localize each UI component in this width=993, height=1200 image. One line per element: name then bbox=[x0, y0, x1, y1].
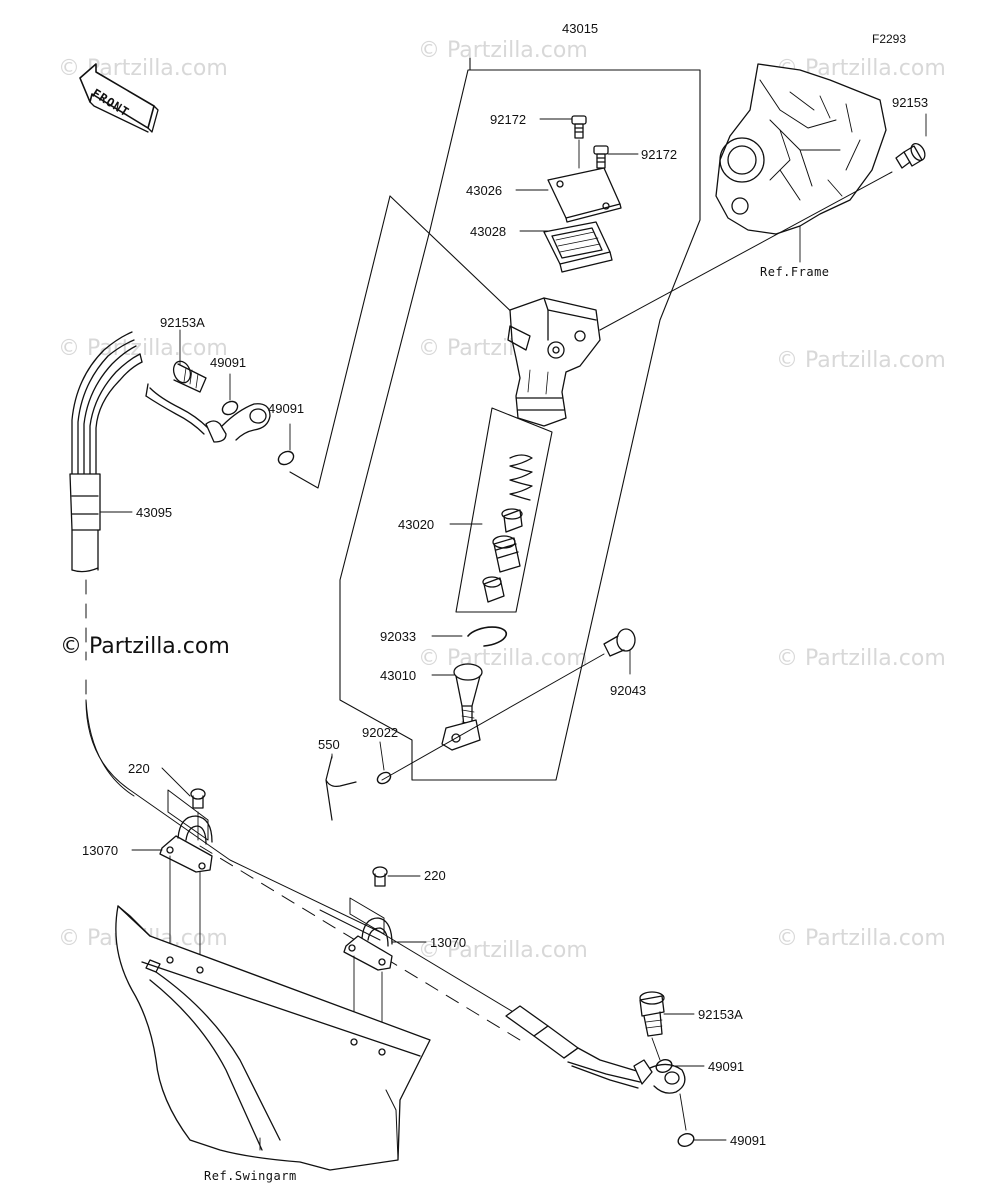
watermark-main: © Partzilla.com bbox=[60, 634, 230, 659]
watermark: © Partzilla.com bbox=[776, 646, 946, 671]
banjo-bolt-top bbox=[172, 360, 207, 393]
part-number-220[interactable]: 220 bbox=[424, 868, 446, 883]
part-number-49091[interactable]: 49091 bbox=[730, 1133, 767, 1148]
watermark: © Partzilla.com bbox=[418, 646, 588, 671]
piston-seal bbox=[501, 508, 523, 533]
part-number-92043[interactable]: 92043 bbox=[610, 683, 647, 698]
clamp-bolt-b bbox=[372, 866, 388, 887]
part-number-49091[interactable]: 49091 bbox=[210, 355, 247, 370]
watermark: © Partzilla.com bbox=[418, 38, 588, 63]
watermark: © Partzilla.com bbox=[418, 938, 588, 963]
part-number-43028[interactable]: 43028 bbox=[470, 224, 507, 239]
watermark: © Partzilla.com bbox=[776, 56, 946, 81]
watermark: © Partzilla.com bbox=[776, 926, 946, 951]
part-number-43015[interactable]: 43015 bbox=[562, 21, 599, 36]
bolt-92172-a bbox=[571, 115, 587, 169]
part-number-550[interactable]: 550 bbox=[318, 737, 340, 752]
piston bbox=[492, 535, 521, 573]
part-number-49091[interactable]: 49091 bbox=[268, 401, 305, 416]
part-number-43010[interactable]: 43010 bbox=[380, 668, 417, 683]
part-number-92172[interactable]: 92172 bbox=[490, 112, 527, 127]
master-cylinder-body bbox=[507, 297, 601, 427]
watermark: © Partzilla.com bbox=[776, 348, 946, 373]
clevis-pin bbox=[603, 628, 636, 675]
diagram-code: F2293 bbox=[872, 32, 907, 46]
ref-frame-label: Ref.Frame bbox=[760, 265, 830, 279]
push-rod bbox=[441, 663, 483, 751]
swingarm-section bbox=[115, 905, 431, 1171]
part-number-49091[interactable]: 49091 bbox=[708, 1059, 745, 1074]
cotter-pin bbox=[325, 755, 357, 821]
snap-ring bbox=[467, 626, 507, 647]
bolt-92153 bbox=[895, 113, 927, 169]
part-number-13070[interactable]: 13070 bbox=[82, 843, 119, 858]
part-number-43095[interactable]: 43095 bbox=[136, 505, 173, 520]
part-number-92033[interactable]: 92033 bbox=[380, 629, 417, 644]
part-number-43026[interactable]: 43026 bbox=[466, 183, 503, 198]
part-number-220[interactable]: 220 bbox=[128, 761, 150, 776]
hose-clamp-b bbox=[343, 897, 393, 1051]
clamp-bolt-a bbox=[190, 788, 206, 841]
part-number-43020[interactable]: 43020 bbox=[398, 517, 435, 532]
diaphragm bbox=[543, 221, 611, 265]
part-number-92153[interactable]: 92153 bbox=[892, 95, 929, 110]
spring bbox=[509, 454, 533, 501]
part-number-92153A[interactable]: 92153A bbox=[698, 1007, 743, 1022]
banjo-bolt-bottom bbox=[639, 991, 665, 1061]
cup bbox=[482, 576, 505, 603]
part-number-92172[interactable]: 92172 bbox=[641, 147, 678, 162]
part-number-13070[interactable]: 13070 bbox=[430, 935, 467, 950]
brake-hose bbox=[69, 331, 561, 1041]
ref-swingarm-label: Ref.Swingarm bbox=[204, 1169, 297, 1183]
part-number-92153A[interactable]: 92153A bbox=[160, 315, 205, 330]
frame-section bbox=[715, 63, 887, 263]
part-number-92022[interactable]: 92022 bbox=[362, 725, 399, 740]
front-arrow-icon bbox=[79, 63, 159, 133]
hose-clamp-a bbox=[159, 789, 213, 971]
brake-hose-lower bbox=[505, 1005, 686, 1094]
